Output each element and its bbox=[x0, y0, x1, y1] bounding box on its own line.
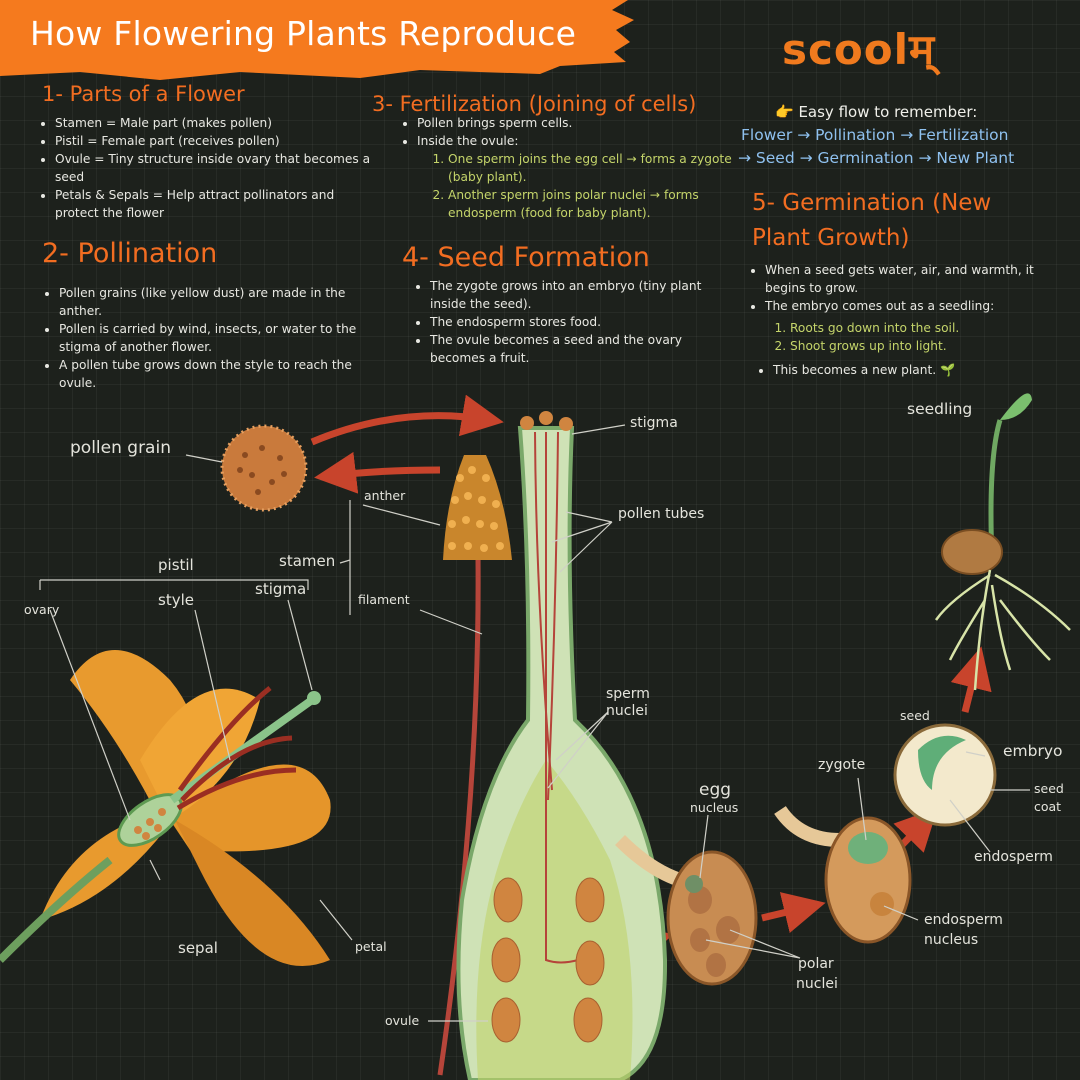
section-1-item: Petals & Sepals = Help attract pollinato… bbox=[55, 186, 375, 222]
section-1-item: Stamen = Male part (makes pollen) bbox=[55, 114, 375, 132]
section-1-item: Ovule = Tiny structure inside ovary that… bbox=[55, 150, 375, 186]
section-4-item: The zygote grows into an embryo (tiny pl… bbox=[430, 277, 740, 313]
section-2-item: A pollen tube grows down the style to re… bbox=[59, 356, 381, 392]
label-style: style bbox=[158, 591, 194, 609]
section-4-item: The ovule becomes a seed and the ovary b… bbox=[430, 331, 740, 367]
banner-brush-shape bbox=[0, 0, 634, 80]
flow-line-1: Flower → Pollination → Fertilization bbox=[741, 126, 1009, 144]
seed-illustration bbox=[893, 723, 997, 827]
title-banner: How Flowering Plants Reproduce bbox=[0, 0, 640, 80]
label-polar-nuclei: nuclei bbox=[796, 976, 838, 992]
label-endosperm-nucleus-1: endosperm bbox=[924, 912, 1003, 928]
section-3-sub-item: One sperm joins the egg cell → forms a z… bbox=[448, 150, 738, 186]
seedling-illustration bbox=[934, 393, 1071, 691]
section-4-heading: 4- Seed Formation bbox=[402, 242, 650, 273]
label-ovary: ovary bbox=[24, 602, 60, 617]
label-polar: polar bbox=[798, 956, 834, 972]
egg-cell-illustration bbox=[615, 835, 758, 986]
label-seedling: seedling bbox=[907, 400, 973, 418]
section-2-item: Pollen is carried by wind, insects, or w… bbox=[59, 320, 381, 356]
label-pollen-grain: pollen grain bbox=[70, 438, 171, 458]
label-sepal: sepal bbox=[178, 939, 218, 957]
section-4-item: The endosperm stores food. bbox=[430, 313, 740, 331]
section-3-list: Pollen brings sperm cells.Inside the ovu… bbox=[400, 114, 737, 150]
section-2-heading: 2- Pollination bbox=[42, 238, 218, 269]
section-5-item: When a seed gets water, air, and warmth,… bbox=[765, 261, 1075, 297]
stamen-illustration bbox=[437, 455, 512, 1076]
label-ovule: ovule bbox=[385, 1013, 420, 1028]
label-anther: anther bbox=[364, 488, 406, 503]
page-title: How Flowering Plants Reproduce bbox=[30, 14, 577, 53]
section-1-list: Stamen = Male part (makes pollen)Pistil … bbox=[38, 114, 375, 222]
label-filament: filament bbox=[358, 592, 410, 607]
section-3-item: Inside the ovule: bbox=[417, 132, 737, 150]
brand-logo: scoolम् bbox=[782, 25, 936, 74]
label-pistil: pistil bbox=[158, 556, 194, 574]
section-3-sublist: One sperm joins the egg cell → forms a z… bbox=[424, 150, 738, 222]
label-petal: petal bbox=[355, 939, 387, 954]
section-3-heading: 3- Fertilization (Joining of cells) bbox=[372, 92, 697, 116]
label-egg: egg bbox=[699, 780, 732, 800]
label-egg-nucleus: nucleus bbox=[690, 800, 739, 815]
label-seed-coat-1: seed bbox=[1034, 781, 1064, 796]
flow-line-2: → Seed → Germination → New Plant bbox=[738, 149, 1015, 167]
reproduction-diagram bbox=[0, 393, 1071, 1080]
section-5-sublist: Roots go down into the soil.Shoot grows … bbox=[766, 319, 1030, 355]
label-stamen: stamen bbox=[279, 552, 336, 570]
flow-title: 👉 Easy flow to remember: bbox=[775, 103, 978, 121]
lily-flower-illustration bbox=[0, 650, 331, 966]
section-5-sub-item: Shoot grows up into light. bbox=[790, 337, 1030, 355]
label-seed-coat-2: coat bbox=[1034, 799, 1062, 814]
section-5-sub-item: Roots go down into the soil. bbox=[790, 319, 1030, 337]
section-5-final-item: This becomes a new plant. 🌱 bbox=[773, 361, 1073, 379]
pollen-grain-illustration bbox=[220, 424, 308, 512]
section-2-item: Pollen grains (like yellow dust) are mad… bbox=[59, 284, 381, 320]
process-arrows bbox=[310, 394, 992, 967]
label-zygote: zygote bbox=[818, 757, 866, 773]
label-seed: seed bbox=[900, 708, 930, 723]
label-embryo: embryo bbox=[1003, 742, 1063, 760]
section-5-heading-line-2: Plant Growth) bbox=[752, 225, 910, 251]
section-3-sub-item: Another sperm joins polar nuclei → forms… bbox=[448, 186, 738, 222]
zygote-illustration bbox=[774, 805, 912, 944]
section-5-item: The embryo comes out as a seedling: bbox=[765, 297, 1075, 315]
section-5-heading-line-1: 5- Germination (New bbox=[752, 190, 992, 216]
section-4-list: The zygote grows into an embryo (tiny pl… bbox=[413, 277, 740, 367]
label-sperm-nuclei: nuclei bbox=[606, 703, 648, 719]
label-endosperm: endosperm bbox=[974, 849, 1053, 865]
section-2-list: Pollen grains (like yellow dust) are mad… bbox=[42, 284, 381, 392]
label-pollen-tubes: pollen tubes bbox=[618, 506, 705, 522]
section-3-item: Pollen brings sperm cells. bbox=[417, 114, 737, 132]
section-5-final: This becomes a new plant. 🌱 bbox=[756, 361, 1073, 379]
label-sperm: sperm bbox=[606, 686, 650, 702]
section-5-list: When a seed gets water, air, and warmth,… bbox=[748, 261, 1075, 315]
section-1-item: Pistil = Female part (receives pollen) bbox=[55, 132, 375, 150]
label-stigma-flower: stigma bbox=[255, 580, 307, 598]
label-endosperm-nucleus-2: nucleus bbox=[924, 932, 979, 948]
leader-lines bbox=[39, 424, 1030, 1022]
label-stigma-pistil: stigma bbox=[630, 415, 678, 431]
section-1-heading: 1- Parts of a Flower bbox=[42, 82, 245, 106]
